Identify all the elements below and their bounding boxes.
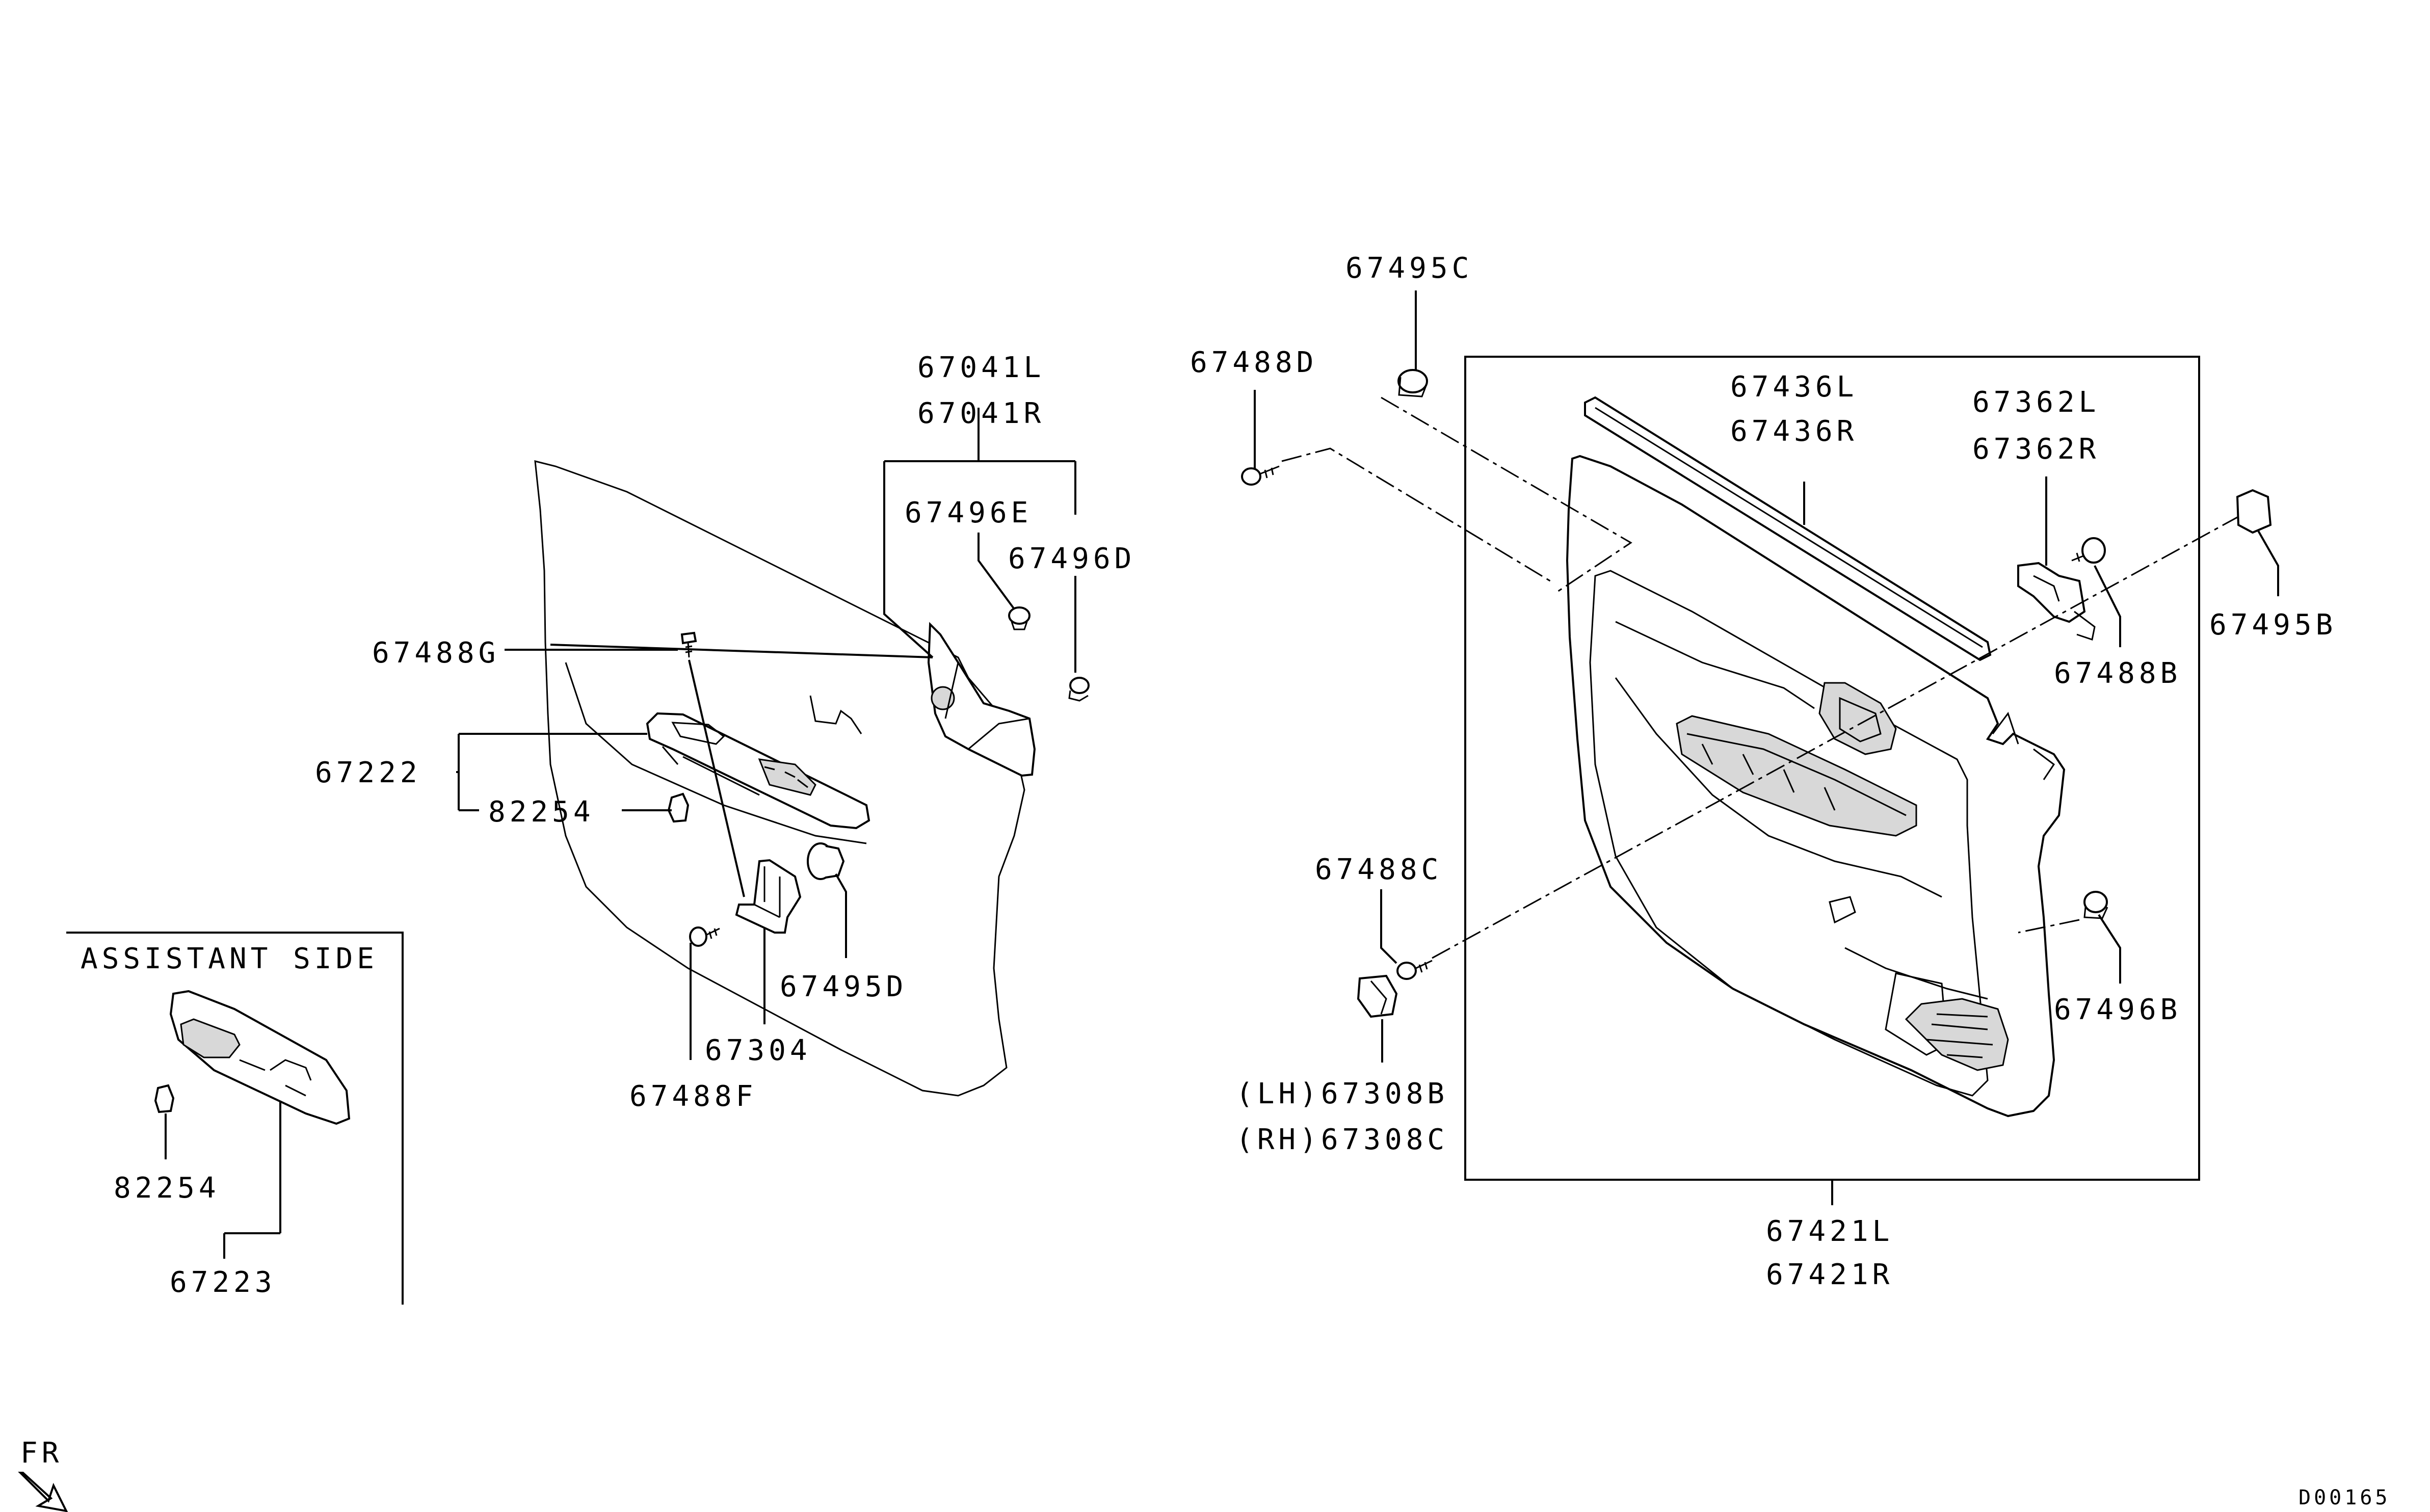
label-67488D: 67488D [1190,346,1317,379]
label-67421L: 67421L [1766,1215,1893,1248]
inner-handle-67362 [2017,562,2096,641]
clip-82254 [667,792,690,823]
clip-67496E [1008,606,1031,630]
install-lines [1281,396,2238,959]
screw-67488B [2071,537,2106,564]
label-67495C: 67495C [1345,252,1473,285]
label-67308C: (RH)67308C [1236,1123,1448,1156]
label-67041L: 67041L [917,351,1045,384]
clip-67495C [1397,369,1428,397]
label-67362L: 67362L [1972,386,2100,419]
label-67496D: 67496D [1008,542,1135,575]
label-67223: 67223 [170,1266,276,1299]
label-fr: FR [20,1437,63,1470]
clip-67495D [807,842,845,880]
door-trim-67421 [1566,455,2066,1118]
window-switch-panel [646,712,870,830]
label-67308B: (LH)67308B [1236,1077,1448,1110]
label-67488G: 67488G [372,636,499,670]
leaders-right [1254,290,2279,1205]
label-67496E: 67496E [905,496,1032,529]
label-67436L: 67436L [1730,370,1858,404]
label-67421R: 67421R [1766,1258,1893,1291]
label-67496B: 67496B [2054,993,2181,1026]
label-67495B: 67495B [2209,608,2337,642]
label-67488F: 67488F [629,1080,757,1113]
label-67304: 67304 [705,1034,811,1067]
label-67222: 67222 [315,756,421,789]
screw-67488C [1396,960,1433,980]
label-82254-assistant: 82254 [114,1172,220,1205]
leaders-left [456,408,1076,1060]
label-67488C: 67488C [1315,853,1442,886]
label-67041R: 67041R [917,397,1045,430]
label-67362R: 67362R [1972,433,2100,466]
mirror-garnish-67041 [927,622,1036,777]
diagram-code: D00165 [2299,1486,2391,1509]
clip-67496B [2083,891,2108,919]
screw-67488G [680,631,697,658]
front-direction-arrow-icon [18,1472,68,1512]
clip-67495B [2236,489,2272,534]
label-82254: 82254 [488,795,595,829]
label-67488B: 67488B [2054,657,2181,690]
label-67495D: 67495D [780,970,907,1003]
screw-67488F [689,926,720,947]
cover-67308 [1357,974,1398,1018]
screw-67488D [1241,465,1280,486]
label-assistant-side: ASSISTANT SIDE [81,942,378,975]
door-outline-left [534,460,1025,1097]
label-67436R: 67436R [1730,415,1858,448]
bracket-67304 [735,859,802,934]
clip-67496D [1068,677,1090,702]
weatherstrip-67436 [1584,396,1992,661]
assistant-side-inset [66,932,404,1305]
